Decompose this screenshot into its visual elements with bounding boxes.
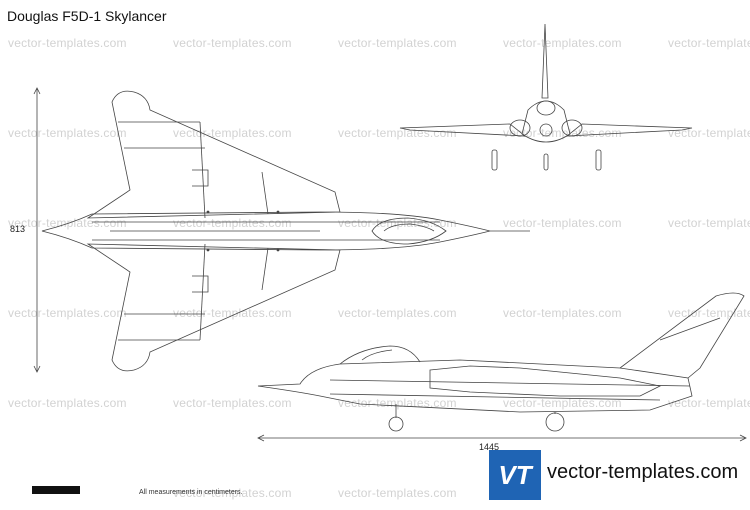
brand-site-link[interactable]: vector-templates.com [547, 461, 739, 483]
top-view [41, 90, 530, 372]
front-view [399, 23, 693, 171]
brand-block[interactable]: VT vector-templates.com [489, 448, 749, 500]
height-dimension-label: 813 [10, 224, 26, 234]
scale-badge [32, 486, 80, 494]
page-title: Douglas F5D-1 Skylancer [7, 8, 167, 24]
brand-logo: VT [489, 450, 541, 500]
height-dimension-line [33, 87, 41, 373]
side-view [257, 292, 745, 432]
measurement-note: All measurements in centimeters. [139, 489, 243, 496]
length-dimension-label: 1445 [479, 442, 500, 452]
length-dimension-line [257, 434, 747, 442]
